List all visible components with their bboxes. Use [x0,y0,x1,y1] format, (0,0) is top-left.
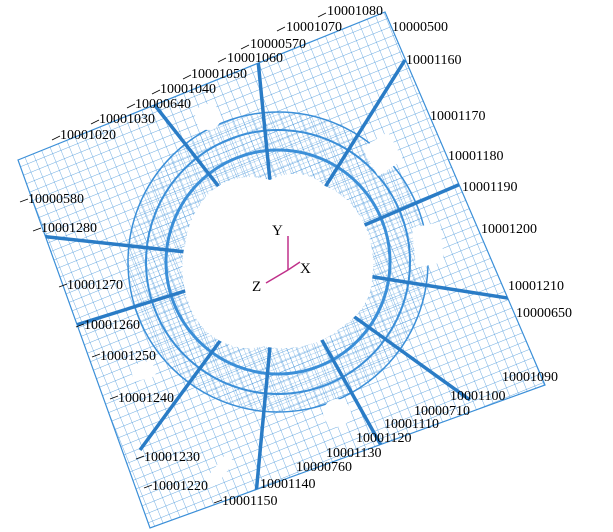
node-label: 10000640 [135,97,191,112]
node-label-layer: 10001080 10001070 10000500 10000570 1000… [19,4,572,509]
node-label: 10001040 [160,82,216,97]
node-label: 10001200 [481,222,537,237]
node-label: 10001110 [384,417,439,432]
node-label: 10001270 [67,278,123,293]
node-label: 10000580 [28,192,84,207]
node-label: 10001100 [450,389,505,404]
node-label: 10001150 [222,494,277,509]
node-label: 10001180 [448,149,503,164]
node-label: 10001090 [502,370,558,385]
node-label: 10001120 [356,431,411,446]
node-label: 10001170 [430,109,485,124]
node-label: 10001030 [99,112,155,127]
node-label: 10001130 [326,446,381,461]
node-label: 10000650 [516,306,572,321]
axis-x-label: X [300,261,311,277]
node-label: 10001020 [60,128,116,143]
node-label: 10001060 [227,51,283,66]
node-label: 10001070 [286,20,342,35]
node-label: 10001230 [144,450,200,465]
node-label: 10001250 [100,349,156,364]
node-label: 10001280 [41,221,97,236]
node-label: 10001240 [118,391,174,406]
node-label: 10001210 [508,279,564,294]
coordinate-triad: Y X Z [252,223,311,295]
node-label: 10001140 [260,477,315,492]
node-label: 10000570 [250,37,306,52]
axis-y-label: Y [272,223,283,239]
node-label: 10001050 [191,67,247,82]
node-label: 10001160 [406,53,461,68]
node-label: 10001080 [327,4,383,19]
node-label: 10001190 [462,180,517,195]
axis-z-label: Z [252,279,261,295]
node-label: 10001220 [152,479,208,494]
node-label: 10001260 [84,318,140,333]
node-label: 10000500 [392,20,448,35]
node-label: 10000710 [414,404,470,419]
node-label: 10000760 [296,460,352,475]
